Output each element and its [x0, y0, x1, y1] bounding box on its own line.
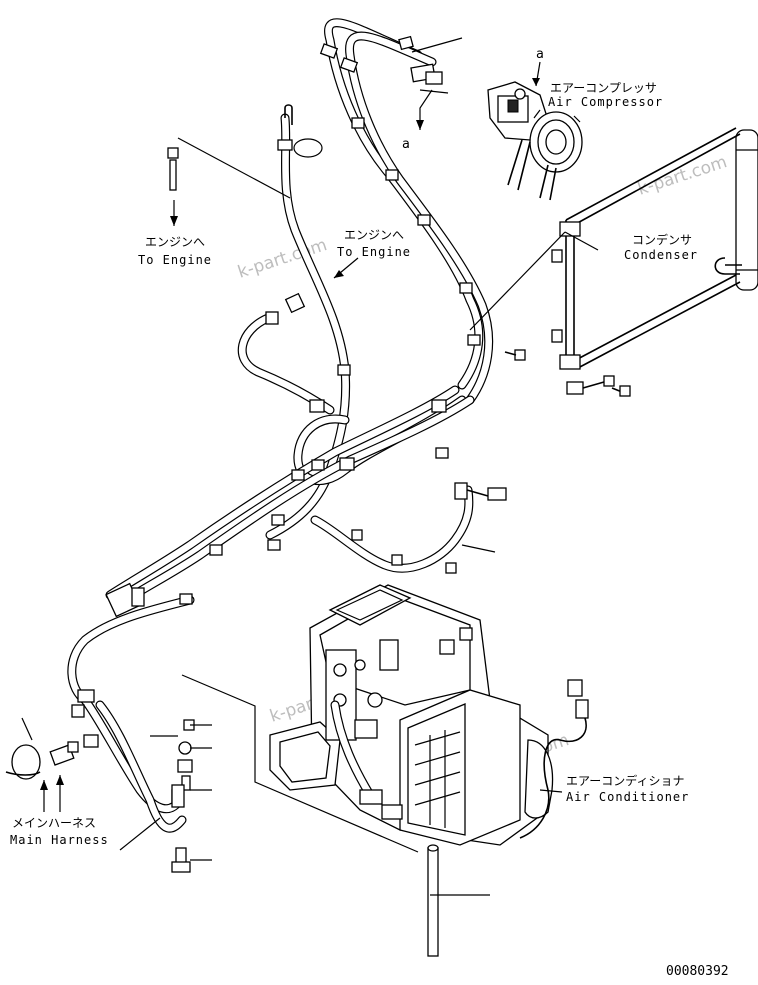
condenser — [504, 127, 758, 397]
aircon-label-jp: エアーコンディショナ — [566, 773, 684, 788]
watermark-2: k-part.com — [635, 152, 729, 200]
engine-label-2-en: To Engine — [337, 245, 411, 259]
engine-label-1-en: To Engine — [138, 253, 212, 267]
condenser-label-jp: コンデンサ — [632, 232, 692, 247]
air-compressor — [487, 81, 583, 201]
air-conditioner-unit — [269, 584, 589, 846]
compressor-hose-connectors — [398, 35, 443, 85]
strap-connector — [277, 104, 323, 158]
harness-label-en: Main Harness — [10, 833, 109, 847]
engine-connectors — [167, 147, 507, 501]
engine-label-2-jp: エンジンへ — [344, 228, 404, 242]
drawing-number: 00080392 — [666, 964, 729, 979]
vent-grid — [414, 730, 461, 828]
labels: a a エアーコンプレッサ Air Compressor コンデンサ Conde… — [10, 47, 729, 979]
engine-label-1-jp: エンジンへ — [145, 235, 205, 249]
harness-label-jp: メインハーネス — [12, 816, 96, 830]
aircon-label-en: Air Conditioner — [566, 790, 689, 804]
loose-parts — [5, 719, 439, 957]
leader-lines — [21, 37, 599, 896]
condenser-label-en: Condenser — [624, 248, 698, 262]
marker-a-left: a — [402, 137, 410, 152]
marker-a-top: a — [536, 47, 544, 62]
compressor-label-jp: エアーコンプレッサ — [550, 81, 657, 95]
clamps — [71, 43, 481, 803]
compressor-label-en: Air Compressor — [548, 95, 663, 109]
